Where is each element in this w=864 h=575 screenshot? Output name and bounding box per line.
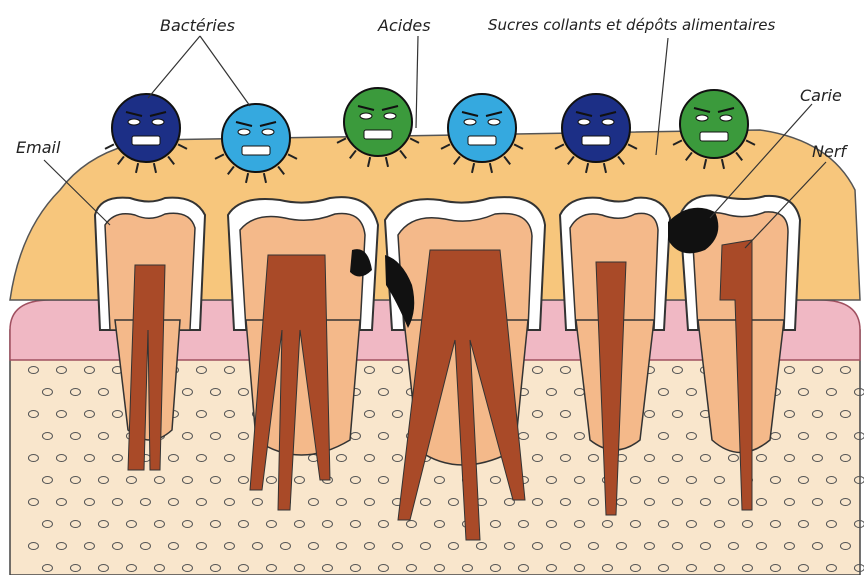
label-nerve: Nerf bbox=[812, 144, 846, 160]
leader-bacteria-2 bbox=[200, 36, 250, 106]
label-bacteria: Bactéries bbox=[160, 18, 235, 34]
leader-bacteria-1 bbox=[148, 36, 200, 98]
leader-acids bbox=[416, 36, 418, 128]
label-enamel: Email bbox=[16, 140, 60, 156]
tooth-3 bbox=[385, 197, 545, 540]
label-caries: Carie bbox=[800, 88, 842, 104]
label-acids: Acides bbox=[378, 18, 431, 34]
label-sugars: Sucres collants et dépôts alimentaires bbox=[488, 18, 775, 33]
